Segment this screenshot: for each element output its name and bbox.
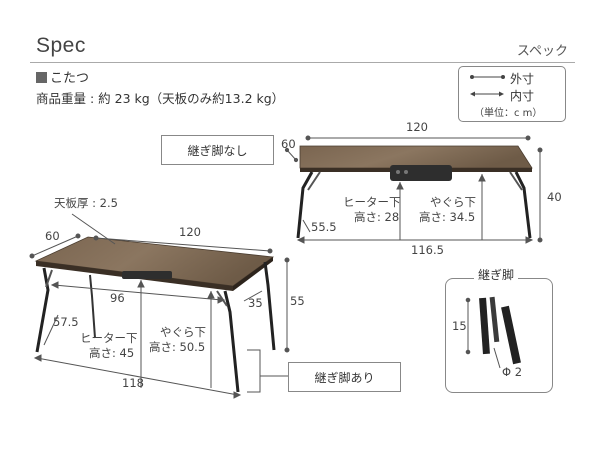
lower-inner-depth-right-label: 35	[248, 296, 263, 310]
lower-yagura-label: やぐら下	[160, 325, 206, 339]
outer-dimension-icon	[470, 75, 505, 79]
leg-brace	[307, 171, 321, 191]
table-top-upper	[299, 145, 533, 169]
leg-brace	[509, 171, 523, 191]
upper-heater-value: 高さ: 28	[354, 210, 400, 224]
leg-lower-front-left	[35, 267, 50, 353]
legend-inner-label: 内寸	[510, 89, 535, 103]
leg-brace	[45, 269, 53, 288]
extension-leg-2	[489, 296, 500, 343]
leg-upper-front-left	[296, 171, 314, 239]
legend-box	[458, 66, 566, 122]
lower-height-label: 55	[290, 294, 305, 308]
upper-heater-label: ヒーター下	[343, 195, 401, 209]
lower-depth-label: 60	[45, 229, 60, 243]
page-title-jp: スペック	[516, 44, 568, 59]
product-name-text: こたつ	[50, 71, 90, 86]
leg-upper-front-right	[514, 171, 532, 239]
lower-yagura-value: 高さ: 50.5	[149, 340, 206, 354]
tag-without-extension-text: 継ぎ脚なし	[187, 143, 248, 158]
inner-dimension-icon	[470, 91, 504, 97]
upper-inner-width-label: 116.5	[411, 243, 444, 257]
lower-width-label: 120	[179, 225, 201, 239]
heater-unit-upper	[390, 165, 452, 181]
tag-with-extension: 継ぎ脚あり	[288, 362, 401, 392]
heater-knob-icon	[396, 170, 400, 174]
lower-heater-value: 高さ: 45	[89, 346, 135, 360]
heater-unit-lower	[122, 271, 172, 279]
extension-dimension-lines	[465, 297, 501, 369]
upper-depth-label: 60	[281, 137, 296, 151]
upper-width-label: 120	[406, 120, 428, 134]
extension-legs-box	[445, 278, 553, 393]
page-title: Spec	[36, 34, 86, 57]
legend-outer-label: 外寸	[510, 72, 535, 86]
tag-without-extension: 継ぎ脚なし	[161, 135, 274, 165]
lower-inner-width-label: 96	[110, 291, 125, 305]
legend-unit-note: （単位：c m）	[474, 108, 543, 119]
lower-heater-label: ヒーター下	[80, 331, 138, 345]
square-bullet-icon	[36, 72, 47, 83]
leg-lower-front-right	[223, 290, 240, 393]
extension-legs-title: 継ぎ脚	[474, 266, 519, 283]
extension-leg-1	[479, 297, 490, 355]
extension-legs-drawing	[479, 296, 521, 365]
lower-base-width-label: 118	[122, 376, 144, 390]
extension-length-label: 15	[452, 319, 467, 333]
lower-thickness-label: 天板厚 : 2.5	[54, 196, 118, 210]
tag-with-extension-text: 継ぎ脚あり	[314, 370, 375, 385]
upper-height-label: 40	[547, 190, 562, 204]
lower-dimension-lines	[29, 213, 290, 399]
leg-lower-back-right	[263, 261, 276, 351]
product-weight: 商品重量 : 約 23 kg（天板のみ約13.2 kg）	[36, 91, 285, 106]
product-name: こたつ	[36, 67, 89, 86]
heater-knob-icon	[404, 170, 408, 174]
upper-inner-depth-label: 55.5	[311, 220, 337, 234]
extension-leg-3	[501, 305, 521, 365]
lower-inner-depth-left-label: 57.5	[53, 315, 79, 329]
leg-lower-back-left	[89, 274, 96, 339]
table-with-extension-drawing	[34, 236, 276, 393]
table-top-side-edge-lower	[233, 257, 273, 291]
upper-yagura-label: やぐら下	[430, 195, 476, 209]
table-no-extension-drawing	[296, 145, 533, 239]
upper-dimension-lines	[284, 135, 543, 244]
header-divider	[30, 62, 575, 63]
upper-yagura-value: 高さ: 34.5	[419, 210, 476, 224]
extension-diameter-label: Φ 2	[502, 365, 523, 379]
